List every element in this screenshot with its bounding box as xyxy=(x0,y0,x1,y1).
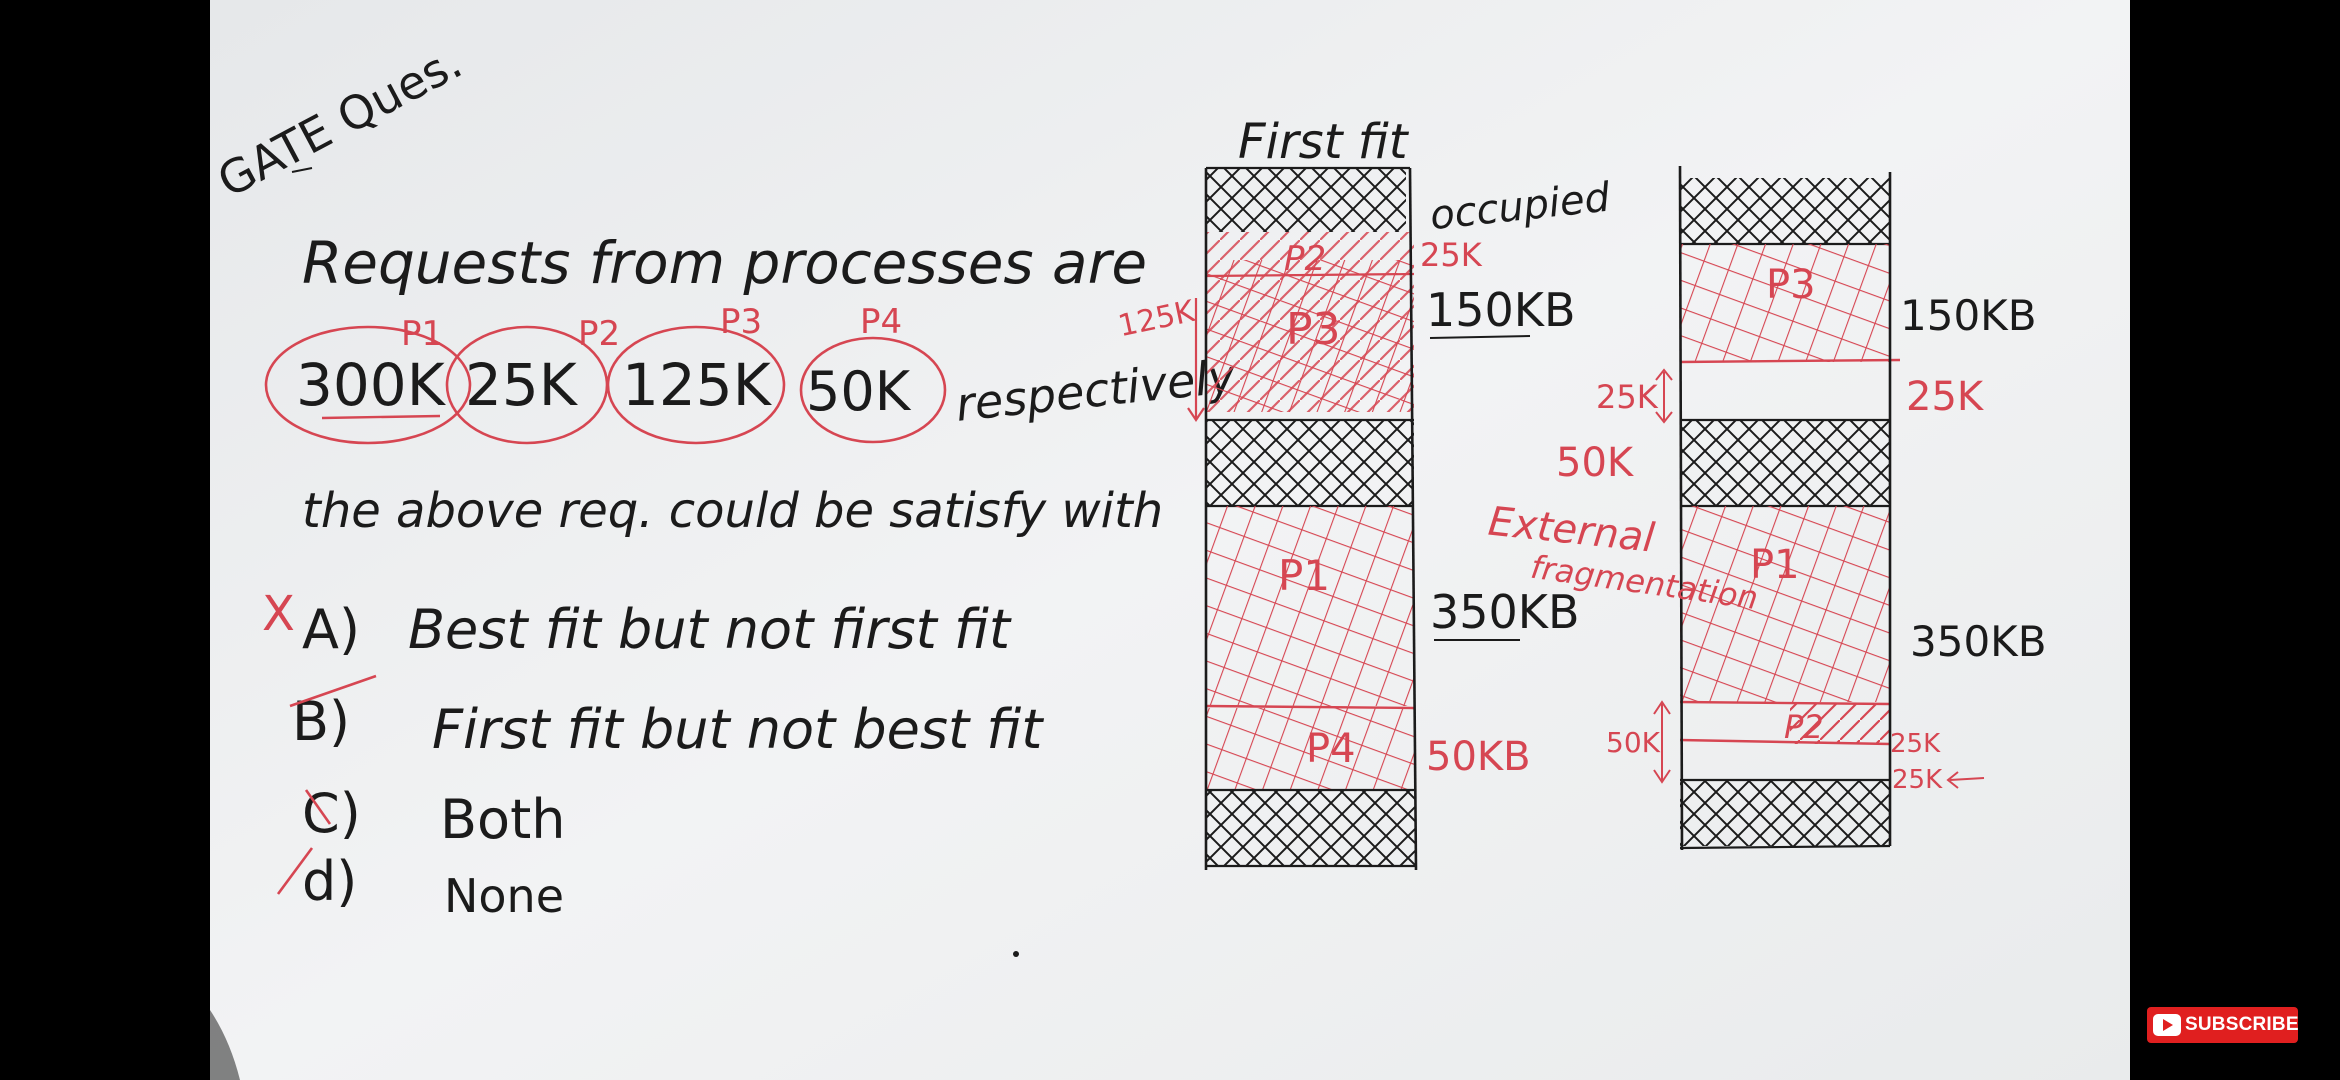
svg-text:X: X xyxy=(262,586,295,642)
svg-text:Both: Both xyxy=(440,788,565,851)
best-fit-small-25k-a: 25K xyxy=(1890,729,1941,759)
svg-text:P1: P1 xyxy=(401,314,443,354)
svg-text:P3: P3 xyxy=(720,302,762,342)
first-fit-350kb-label: 350KB xyxy=(1430,585,1580,639)
best-fit-25k-label: 25K xyxy=(1906,374,1985,420)
option-a: X A) Best fit but not first fit xyxy=(262,586,1012,661)
svg-text:d): d) xyxy=(302,850,357,913)
first-fit-25k-label: 25K xyxy=(1420,236,1483,274)
youtube-play-icon xyxy=(2153,1014,2181,1036)
best-fit-left-25k: 25K xyxy=(1596,378,1659,416)
svg-text:P2: P2 xyxy=(1284,239,1326,279)
first-fit-50kb-label: 50KB xyxy=(1426,734,1531,780)
best-fit-350kb-label: 350KB xyxy=(1910,617,2047,666)
best-fit-150kb-label: 150KB xyxy=(1900,291,2037,340)
option-d: d) None xyxy=(276,847,564,923)
best-fit-left-50k-bottom: 50K xyxy=(1606,726,1661,759)
request-p4: P4 50K xyxy=(799,302,947,444)
svg-text:P2: P2 xyxy=(578,314,620,354)
svg-text:First fit but not best fit: First fit but not best fit xyxy=(432,698,1044,761)
request-p2: P2 25K xyxy=(445,314,620,445)
first-fit-memory-column: P2 P3 P1 P4 xyxy=(1204,166,1418,871)
svg-text:P1: P1 xyxy=(1750,542,1800,588)
svg-text:P1: P1 xyxy=(1278,551,1330,600)
question-line1: Requests from processes are xyxy=(302,229,1147,297)
subscribe-button[interactable]: SUBSCRIBE xyxy=(2147,1007,2299,1043)
svg-text:A): A) xyxy=(302,598,360,661)
best-fit-small-25k-b: 25K xyxy=(1892,765,1943,795)
svg-text:P3: P3 xyxy=(1286,304,1341,355)
svg-text:C): C) xyxy=(302,782,361,845)
subscribe-label: SUBSCRIBE xyxy=(2185,1014,2299,1035)
request-p3: P3 125K xyxy=(606,302,786,445)
option-b: B) First fit but not best fit xyxy=(289,674,1044,761)
svg-text:25K: 25K xyxy=(465,351,579,419)
option-c: C) Both xyxy=(302,782,565,851)
svg-text:125K: 125K xyxy=(622,351,773,419)
best-fit-memory-column: P3 P1 P2 xyxy=(1678,165,1901,851)
first-fit-150kb-label: 150KB xyxy=(1426,283,1576,337)
question-line3: the above req. could be satisfy with xyxy=(302,483,1163,539)
request-p1: P1 300K xyxy=(264,314,472,445)
svg-text:P4: P4 xyxy=(860,302,902,342)
svg-text:300K: 300K xyxy=(296,351,447,419)
svg-text:P3: P3 xyxy=(1766,262,1816,308)
best-fit-left-50k: 50K xyxy=(1556,440,1635,486)
first-fit-title: First fit xyxy=(1238,114,1410,170)
svg-text:B): B) xyxy=(292,690,350,753)
svg-text:None: None xyxy=(444,869,564,923)
svg-text:50K: 50K xyxy=(806,360,912,423)
svg-text:P2: P2 xyxy=(1784,708,1824,746)
svg-text:P4: P4 xyxy=(1306,726,1356,772)
svg-text:Best fit but not first fit: Best fit but not first fit xyxy=(408,598,1012,661)
